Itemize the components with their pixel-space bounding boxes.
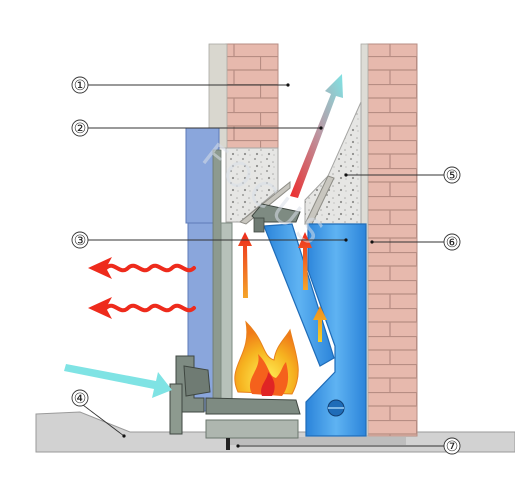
flame-icon bbox=[234, 320, 299, 396]
cold-air-arrow-icon bbox=[64, 364, 172, 398]
callout-7: ⑦ bbox=[446, 439, 459, 455]
fire-grate bbox=[205, 397, 301, 450]
hot-air-arrow-icon bbox=[238, 232, 327, 342]
heat-wave-arrowheads bbox=[88, 257, 112, 319]
callout-4: ④ bbox=[74, 391, 87, 407]
air-intake-valve bbox=[169, 355, 211, 435]
water-jacket bbox=[263, 223, 367, 437]
smoke-hood bbox=[238, 175, 335, 225]
back-brick-wall bbox=[360, 43, 418, 437]
callout-2: ② bbox=[74, 121, 87, 137]
heat-wave-icon bbox=[104, 263, 196, 313]
callout-anchor-dots bbox=[122, 83, 374, 448]
callout-labels: ① ② ③ ④ ⑤ ⑥ ⑦ bbox=[71, 76, 461, 455]
firebox-frame bbox=[220, 222, 233, 413]
smoke-arrow-icon bbox=[290, 74, 343, 198]
insulation-fill bbox=[225, 101, 362, 225]
callout-6: ⑥ bbox=[446, 235, 459, 251]
chimney-front-brick-wall bbox=[208, 43, 279, 149]
baffle-damper bbox=[251, 203, 301, 233]
callout-3: ③ bbox=[74, 233, 87, 249]
callout-1: ① bbox=[74, 78, 87, 94]
callout-leaders bbox=[82, 84, 444, 447]
callout-5: ⑤ bbox=[446, 168, 459, 184]
